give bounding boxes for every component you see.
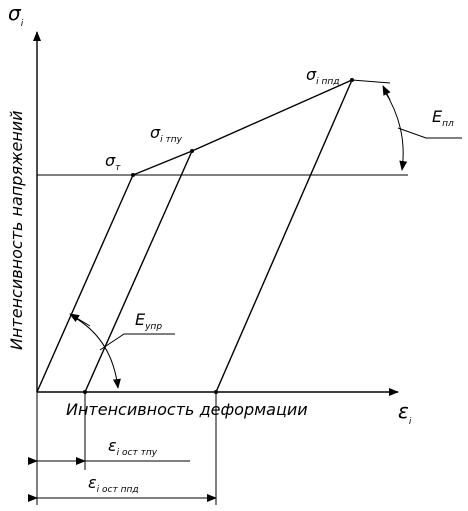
point-sigma-t xyxy=(131,173,135,177)
point-sigma-tpu xyxy=(190,149,194,153)
e-upr-leader xyxy=(99,333,175,351)
y-axis-symbol: σi xyxy=(8,1,24,29)
label-sigma-t: σт xyxy=(105,151,121,173)
loading-curve xyxy=(36,79,353,393)
point-sigma-ppd xyxy=(350,78,354,82)
label-e-upr: Eупр xyxy=(135,310,162,332)
label-e-pl: Eпл xyxy=(432,107,454,129)
e-upr-angle-arc xyxy=(71,315,121,389)
hardening-extension xyxy=(351,79,391,84)
x-axis-title: Интенсивность деформации xyxy=(66,400,308,419)
e-upr-angle-arc-start xyxy=(69,313,91,327)
label-sigma-ppd: σi ппд xyxy=(306,65,340,87)
label-sigma-tpu: σi тпу xyxy=(150,123,183,145)
e-pl-angle-arc-top xyxy=(382,85,391,101)
y-axis-title: Интенсивность напряжений xyxy=(7,110,26,350)
x-axis-symbol: εi xyxy=(398,399,412,427)
label-eps-ppd: εi ост ппд xyxy=(88,473,139,495)
label-eps-tpu: εi ост тпу xyxy=(108,436,158,458)
e-pl-leader xyxy=(397,127,462,139)
unloading-line-ppd xyxy=(215,79,353,393)
e-pl-angle-arc xyxy=(383,89,408,171)
unloading-line-tpu xyxy=(84,150,193,393)
